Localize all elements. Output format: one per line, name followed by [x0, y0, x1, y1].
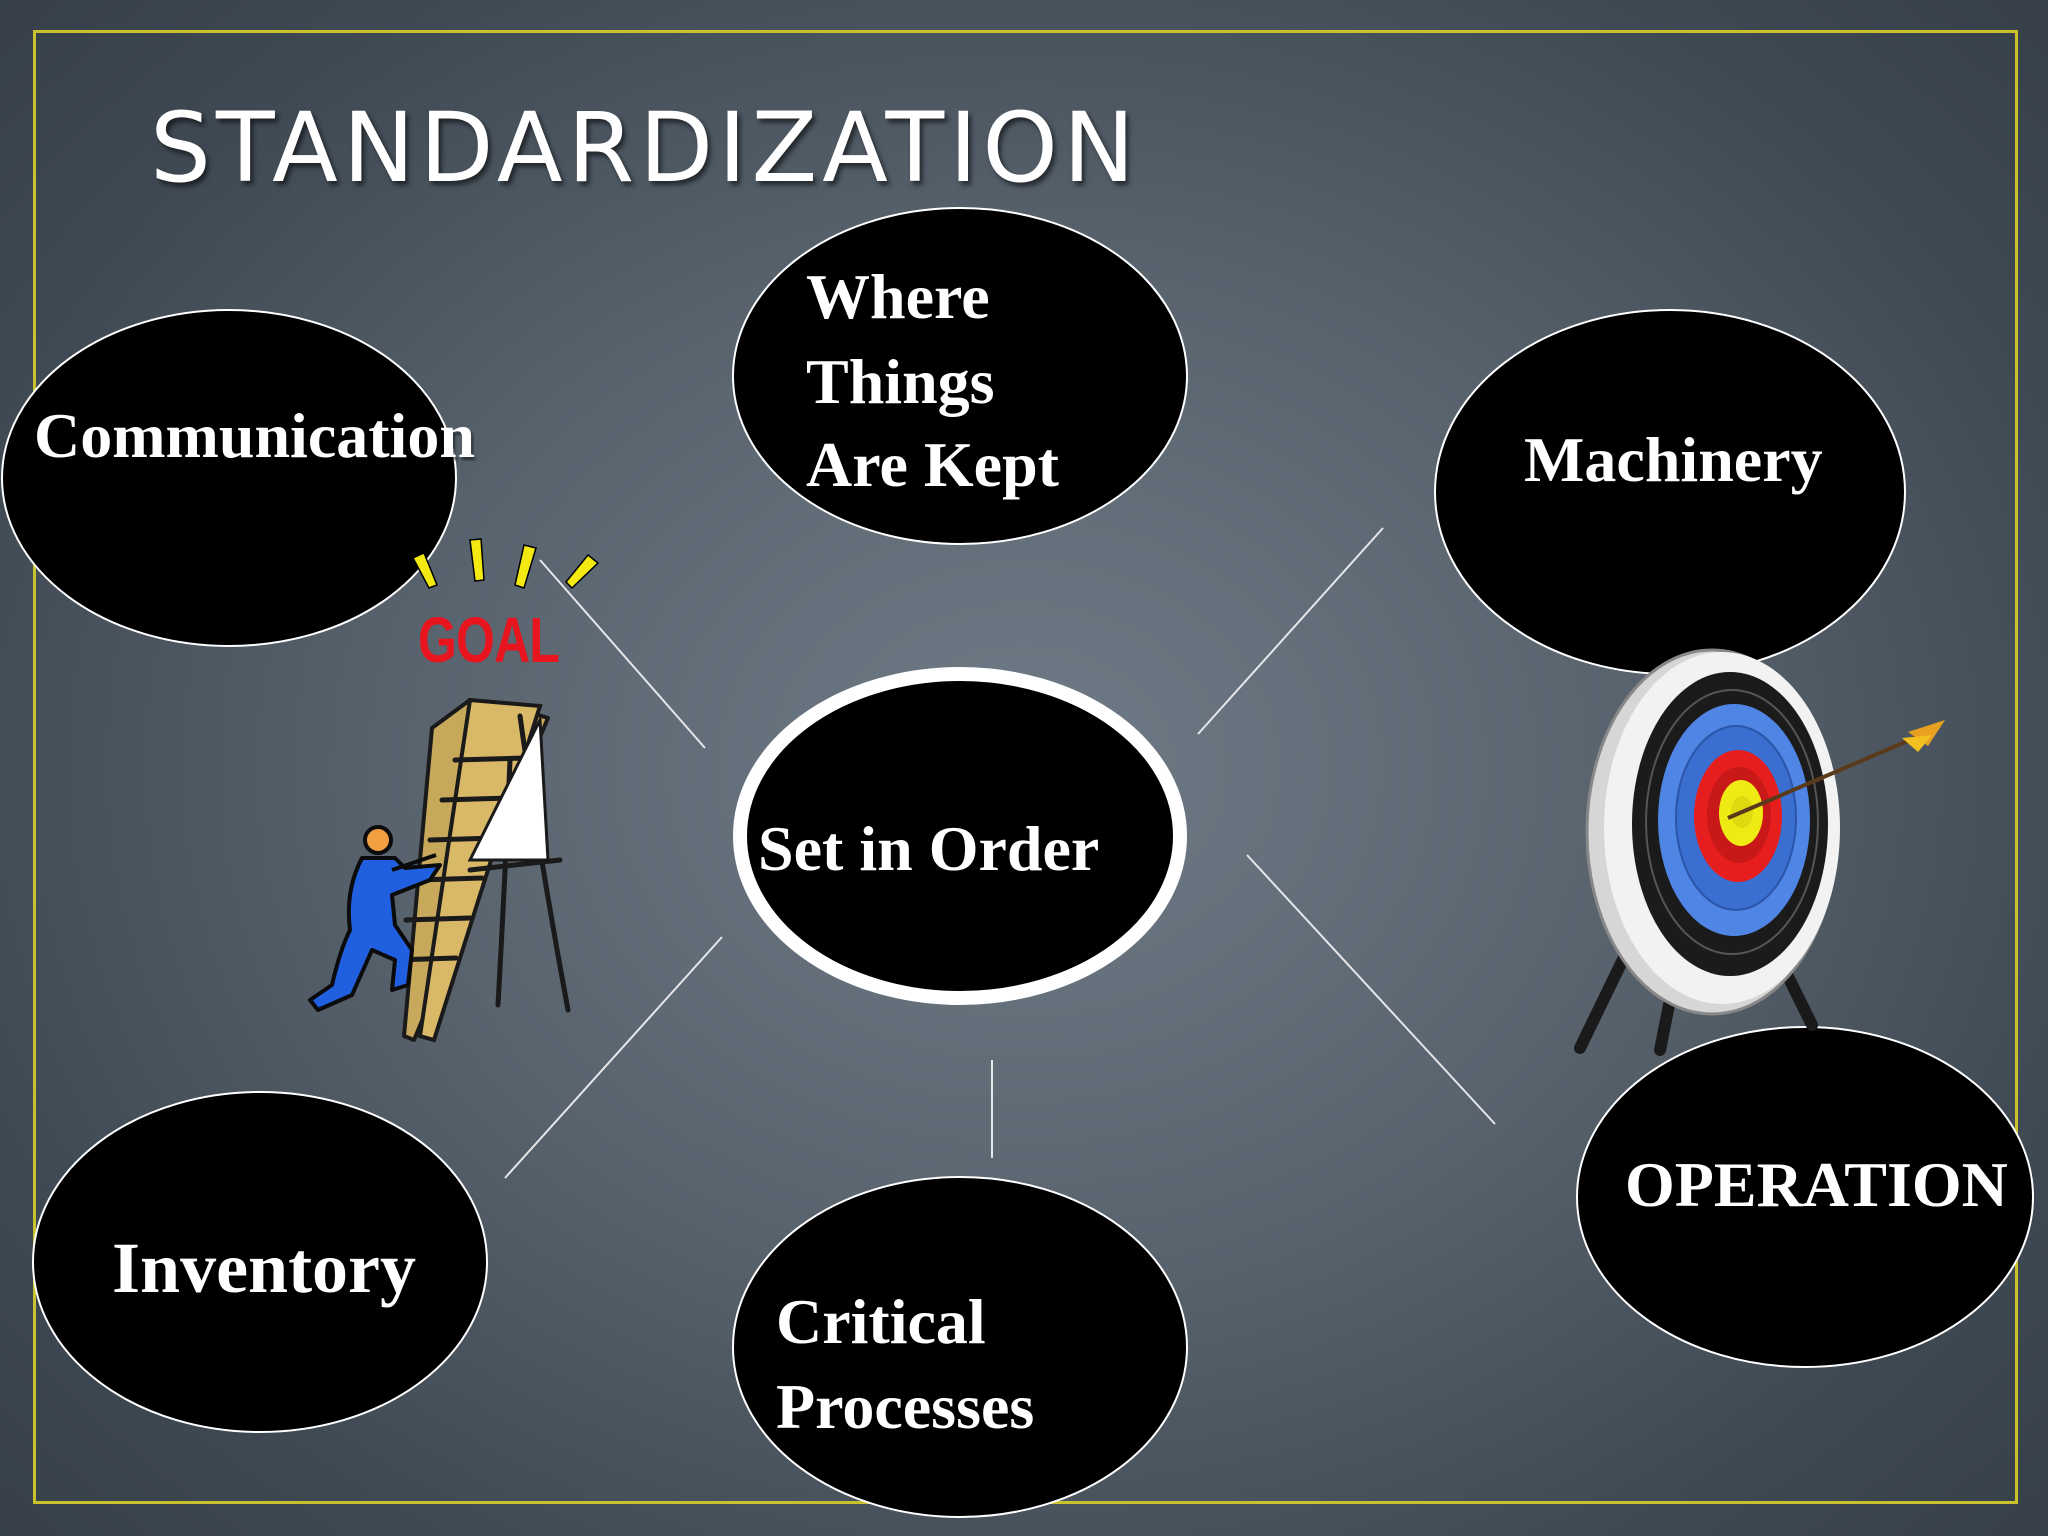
node-ellipse-critical-processes	[732, 1176, 1188, 1518]
node-label-machinery: Machinery	[1524, 424, 1823, 495]
burst-rays-icon	[411, 538, 600, 590]
connector-inventory	[504, 936, 723, 1179]
connector-communication	[539, 559, 706, 749]
ladder-climber-icon	[308, 538, 600, 1043]
node-ellipse-where-things-kept	[732, 207, 1188, 545]
goal-sign: GOAL	[418, 604, 560, 676]
node-label-where-line2: Things	[806, 346, 995, 417]
node-label-communication: Communication	[34, 400, 475, 471]
node-label-inventory: Inventory	[112, 1228, 416, 1308]
node-label-critical-line2: Processes	[776, 1371, 1035, 1442]
connector-machinery	[1197, 527, 1384, 735]
slide-title: STANDARDIZATION	[150, 92, 1140, 204]
archery-target-icon	[1574, 648, 1945, 1056]
node-label-where-line3: Are Kept	[806, 429, 1059, 500]
node-label-where-line1: Where	[806, 261, 990, 332]
node-ellipse-operation	[1576, 1026, 2034, 1368]
node-ellipse-inventory	[32, 1091, 488, 1433]
node-label-critical-line1: Critical	[776, 1286, 986, 1357]
connector-lines	[504, 527, 1496, 1179]
center-label: Set in Order	[758, 813, 1100, 884]
node-label-operation: OPERATION	[1625, 1149, 2008, 1220]
center-ellipse	[733, 667, 1187, 1005]
connector-operation	[1246, 854, 1496, 1125]
node-ellipse-communication	[1, 309, 457, 647]
